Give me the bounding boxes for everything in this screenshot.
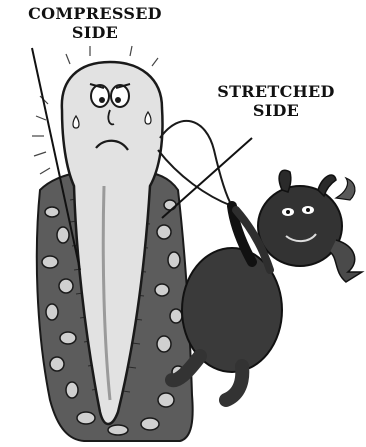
label-compressed-line1: COMPRESSED — [2, 4, 188, 23]
devil-icon — [172, 170, 362, 400]
label-stretched-line2: SIDE — [196, 101, 356, 120]
label-compressed-side: COMPRESSED SIDE — [2, 4, 188, 42]
leader-line-stretched — [162, 138, 252, 218]
label-stretched-side: STRETCHED SIDE — [196, 82, 356, 120]
label-stretched-line1: STRETCHED — [196, 82, 356, 101]
label-compressed-line2: SIDE — [2, 23, 188, 42]
